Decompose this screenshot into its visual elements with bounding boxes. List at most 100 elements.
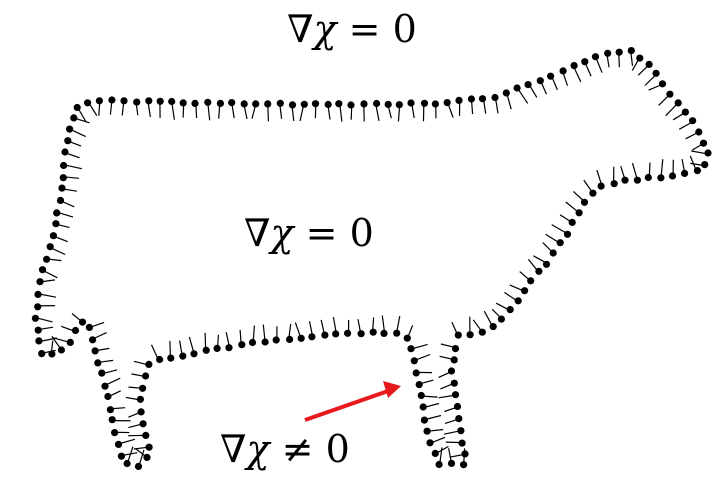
- sample-point: [611, 180, 618, 187]
- sample-point: [228, 99, 235, 106]
- sample-point: [145, 97, 152, 104]
- sample-point: [418, 392, 425, 399]
- sample-point: [53, 209, 60, 216]
- sample-point: [64, 137, 71, 144]
- sample-point: [700, 140, 707, 147]
- sample-point: [576, 209, 583, 216]
- relation-symbol: =: [306, 211, 338, 255]
- sample-point: [507, 306, 514, 313]
- sample-point: [167, 355, 174, 362]
- sample-point: [286, 336, 293, 343]
- boundary-arrow: [305, 381, 401, 420]
- sample-point: [358, 330, 365, 337]
- sample-point: [47, 243, 54, 250]
- value-text: 0: [393, 7, 417, 51]
- sample-point: [621, 177, 628, 184]
- nabla-symbol: ∇: [244, 211, 271, 255]
- sample-point: [101, 383, 108, 390]
- sample-point: [325, 101, 332, 108]
- sample-point: [273, 336, 280, 343]
- sample-points: [32, 47, 712, 470]
- sample-point: [52, 220, 59, 227]
- sample-point: [385, 101, 392, 108]
- sample-point: [616, 49, 623, 56]
- sample-point: [214, 345, 221, 352]
- sample-point: [249, 339, 256, 346]
- sample-point: [66, 126, 73, 133]
- sample-point: [448, 460, 455, 467]
- sample-point: [581, 58, 588, 65]
- sample-point: [393, 330, 400, 337]
- sample-point: [67, 339, 74, 346]
- sample-point: [694, 167, 701, 174]
- sample-point: [138, 408, 145, 415]
- sample-point: [560, 67, 567, 74]
- nabla-symbol: ∇: [287, 7, 314, 51]
- sample-point: [537, 77, 544, 84]
- sample-point: [43, 256, 50, 263]
- sample-point: [634, 177, 641, 184]
- sample-point: [107, 406, 114, 413]
- sample-point: [344, 330, 351, 337]
- sample-point: [277, 100, 284, 107]
- sample-point: [455, 415, 462, 422]
- sample-point: [420, 403, 427, 410]
- sample-point: [217, 100, 224, 107]
- sample-point: [156, 356, 163, 363]
- sample-point: [38, 350, 45, 357]
- sample-point: [204, 99, 211, 106]
- sample-point: [479, 329, 486, 336]
- sample-point: [514, 84, 521, 91]
- sample-point: [289, 101, 296, 108]
- sample-point: [124, 460, 131, 467]
- nabla-symbol: ∇: [220, 427, 247, 471]
- sample-point: [407, 345, 414, 352]
- sample-point: [108, 96, 115, 103]
- sample-point: [479, 95, 486, 102]
- sample-point: [452, 391, 459, 398]
- sample-point: [682, 109, 689, 116]
- sample-point: [396, 101, 403, 108]
- sample-point: [50, 232, 57, 239]
- sample-point: [467, 331, 474, 338]
- sample-point: [142, 432, 149, 439]
- sample-point: [34, 291, 41, 298]
- sample-point: [380, 330, 387, 337]
- sample-point: [451, 356, 458, 363]
- sample-point: [79, 319, 86, 326]
- sample-point: [455, 332, 462, 339]
- sample-point: [92, 347, 99, 354]
- sample-point: [74, 104, 81, 111]
- sample-point: [48, 350, 55, 357]
- sample-point: [515, 297, 522, 304]
- sample-point: [86, 324, 93, 331]
- sample-point: [332, 330, 339, 337]
- sample-point: [448, 367, 455, 374]
- sample-point: [94, 359, 101, 366]
- sample-point: [571, 62, 578, 69]
- sample-point: [111, 429, 118, 436]
- sample-point: [32, 315, 39, 322]
- sample-point: [424, 428, 431, 435]
- sample-point: [60, 162, 67, 169]
- sample-point: [657, 174, 664, 181]
- sample-point: [321, 332, 328, 339]
- sample-point: [241, 100, 248, 107]
- sample-point: [60, 174, 67, 181]
- relation-symbol: ≠: [282, 427, 314, 471]
- sample-point: [498, 316, 505, 323]
- sample-point: [547, 73, 554, 80]
- sample-point: [569, 219, 576, 226]
- sample-point: [168, 98, 175, 105]
- sample-point: [61, 148, 68, 155]
- sample-point: [179, 353, 186, 360]
- sample-point: [452, 345, 459, 352]
- sample-point: [58, 346, 65, 353]
- sample-point: [416, 381, 423, 388]
- sample-point: [312, 100, 319, 107]
- sample-point: [35, 327, 42, 334]
- sample-point: [301, 101, 308, 108]
- sample-point: [598, 183, 605, 190]
- sample-point: [145, 361, 152, 368]
- sample-point: [115, 441, 122, 448]
